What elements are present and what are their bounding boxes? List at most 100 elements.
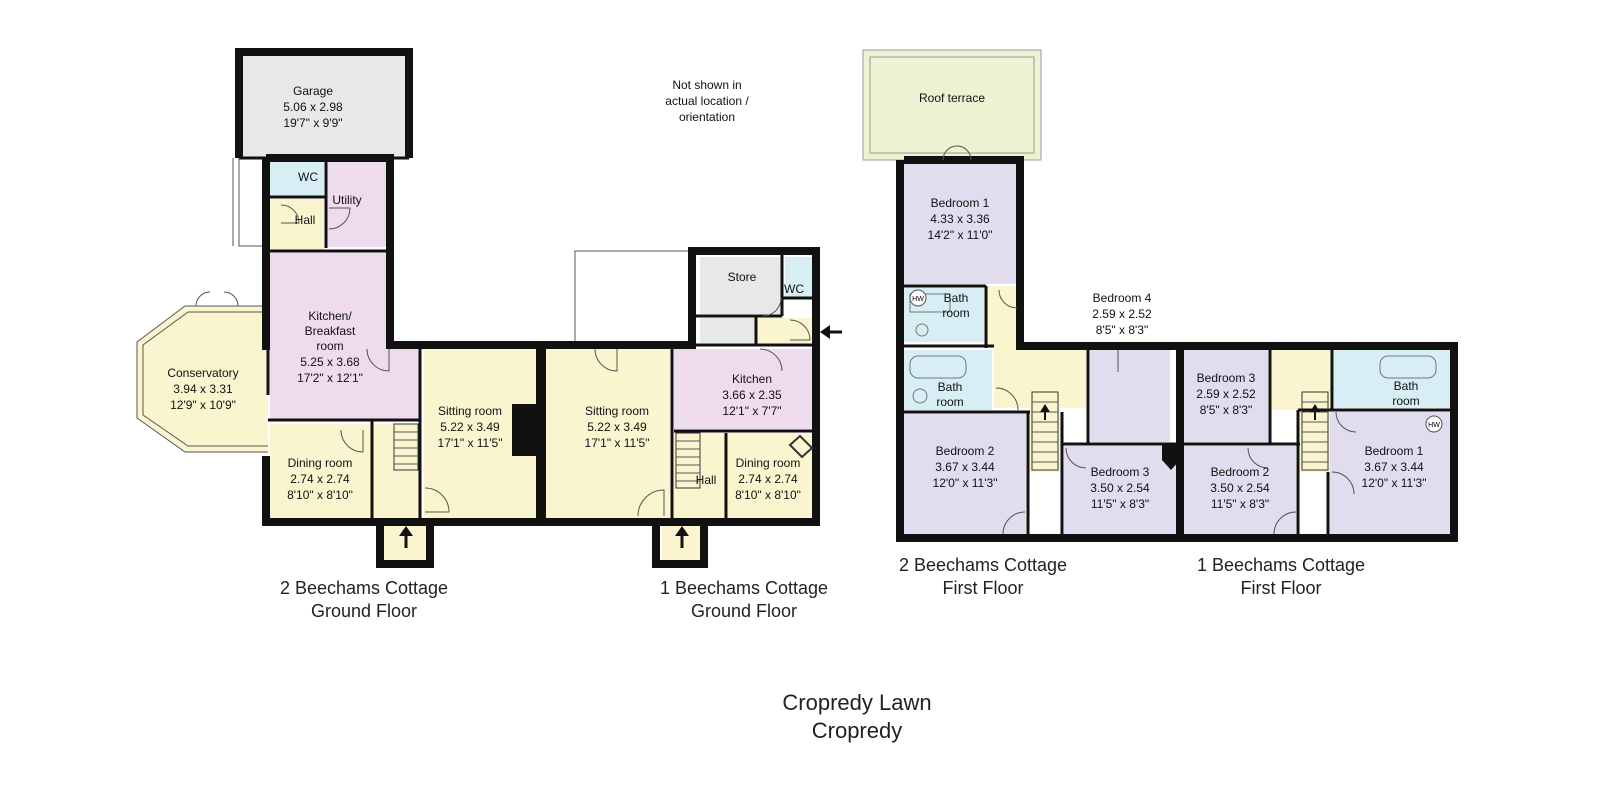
bedroom1-metric-1: 3.67 x 3.44	[1364, 460, 1424, 474]
dining-label-1: Dining room	[736, 456, 801, 470]
bedroom1-metric-2: 4.33 x 3.36	[930, 212, 990, 226]
bedroom3-metric-1: 2.59 x 2.52	[1196, 387, 1256, 401]
conservatory-imperial: 12'9" x 10'9"	[170, 398, 236, 412]
bedroom1-label-2: Bedroom 1	[931, 196, 990, 210]
kitchen-imperial-1: 12'1" x 7'7"	[722, 404, 781, 418]
bedroom1-label-1: Bedroom 1	[1365, 444, 1424, 458]
staircase-ground-1	[675, 432, 701, 489]
bedroom2-imperial-1: 11'5" x 8'3"	[1211, 497, 1269, 511]
property-title: Cropredy Lawn Cropredy	[782, 690, 931, 743]
caption-first-2-floor: First Floor	[943, 578, 1024, 598]
sitting-imperial-2: 17'1" x 11'5"	[438, 436, 503, 450]
hw-cylinder-1	[1425, 415, 1443, 433]
sitting-metric-1: 5.22 x 3.49	[587, 420, 647, 434]
caption-first-2-name: 2 Beechams Cottage	[899, 555, 1067, 575]
store-room	[700, 257, 782, 314]
wc-label-2: WC	[298, 170, 318, 184]
kitchen-metric-1: 3.66 x 2.35	[722, 388, 782, 402]
staircase-first-1	[1301, 391, 1329, 471]
caption-ground-1-name: 1 Beechams Cottage	[660, 578, 828, 598]
garage-imperial: 19'7" x 9'9"	[283, 116, 342, 130]
dining-imperial-2: 8'10" x 8'10"	[287, 488, 353, 502]
kitchen-room-1	[674, 349, 812, 429]
roof-terrace	[862, 49, 1042, 161]
kitchen-breakfast-room	[270, 253, 392, 420]
kitchen-label-2: Breakfast	[305, 324, 356, 338]
bath-upper-label-2: room	[942, 306, 969, 320]
bedroom3-imperial-1: 8'5" x 8'3"	[1200, 403, 1252, 417]
sitting-label-1: Sitting room	[585, 404, 649, 418]
bedroom3-room-1	[1184, 350, 1268, 442]
conservatory-metric: 3.94 x 3.31	[173, 382, 233, 396]
bedroom2-imperial-2: 12'0" x 11'3"	[933, 476, 998, 490]
kitchen-imperial: 17'2" x 12'1"	[297, 371, 363, 385]
staircase-first-2	[1031, 391, 1059, 471]
bedroom2-room-1	[1184, 446, 1296, 534]
caption-ground-1-floor: Ground Floor	[691, 601, 797, 621]
orientation-note: Not shown in actual location / orientati…	[665, 78, 749, 124]
kitchen-label-1b: Kitchen	[732, 372, 772, 386]
bedroom1-imperial-1: 12'0" x 11'3"	[1362, 476, 1427, 490]
dining-metric-1: 2.74 x 2.74	[738, 472, 798, 486]
ground-floor-1: Store WC Kitchen 3.66 x 2.35 12'1" x 7'7…	[538, 247, 842, 621]
kitchen-label-3: room	[316, 339, 343, 353]
utility-label: Utility	[332, 193, 361, 207]
caption-first-1-name: 1 Beechams Cottage	[1197, 555, 1365, 575]
store-label: Store	[728, 270, 757, 284]
bedroom2-label-2: Bedroom 2	[936, 444, 995, 458]
kitchen-metric: 5.25 x 3.68	[300, 355, 360, 369]
bath-label-1b: room	[1392, 394, 1419, 408]
bedroom4-room-2	[1090, 350, 1170, 442]
bathroom-1	[1334, 350, 1450, 408]
caption-ground-2-name: 2 Beechams Cottage	[280, 578, 448, 598]
sitting-imperial-1: 17'1" x 11'5"	[585, 436, 650, 450]
garage-metric: 5.06 x 2.98	[283, 100, 343, 114]
ground-floor-2: Garage 5.06 x 2.98 19'7" x 9'9" WC Utili…	[136, 48, 544, 621]
bath-upper-label-1: Bath	[944, 291, 969, 305]
note-line-1: Not shown in	[672, 78, 741, 92]
bath-lower-label-2: room	[936, 395, 963, 409]
sitting-room-1	[546, 345, 670, 520]
wc-label-1: WC	[784, 282, 804, 296]
note-line-3: orientation	[679, 110, 735, 124]
bedroom4-metric-2: 2.59 x 2.52	[1092, 307, 1152, 321]
roof-terrace-label: Roof terrace	[919, 91, 985, 105]
hall-label-2: Hall	[295, 213, 316, 227]
bedroom4-imperial-2: 8'5" x 8'3"	[1096, 323, 1148, 337]
dining-label-2: Dining room	[288, 456, 353, 470]
dining-imperial-1: 8'10" x 8'10"	[735, 488, 801, 502]
garage-label: Garage	[293, 84, 333, 98]
bedroom2-label-1: Bedroom 2	[1211, 465, 1270, 479]
bedroom2-metric-2: 3.67 x 3.44	[935, 460, 995, 474]
hw-cylinder-2	[909, 289, 927, 307]
sitting-metric-2: 5.22 x 3.49	[440, 420, 500, 434]
bedroom4-label-2: Bedroom 4	[1093, 291, 1152, 305]
first-floor-2: HW Bedroom 1 4.33 x 3.36 14'2" x 11'0" R…	[862, 49, 1184, 598]
utility-room	[326, 162, 386, 247]
conservatory-label: Conservatory	[167, 366, 238, 380]
bedroom3-room-2	[1064, 446, 1176, 534]
hall-room-2	[270, 199, 324, 251]
bedroom3-label-2: Bedroom 3	[1091, 465, 1150, 479]
property-locality: Cropredy	[812, 718, 902, 743]
dining-metric-2: 2.74 x 2.74	[290, 472, 350, 486]
entrance-arrow-2	[399, 526, 413, 548]
caption-ground-2-floor: Ground Floor	[311, 601, 417, 621]
hw-label-1: HW	[1428, 422, 1440, 429]
bedroom3-label-1: Bedroom 3	[1197, 371, 1256, 385]
dining-room-1	[728, 433, 812, 520]
bathroom-lower-2	[904, 350, 992, 410]
property-name: Cropredy Lawn	[782, 690, 931, 715]
wc-room-1	[785, 257, 812, 297]
bedroom2-metric-1: 3.50 x 2.54	[1210, 481, 1270, 495]
bedroom1-imperial-2: 14'2" x 11'0"	[928, 228, 993, 242]
caption-first-1-floor: First Floor	[1241, 578, 1322, 598]
bath-lower-label-1: Bath	[938, 380, 963, 394]
side-entrance-arrow-1	[820, 325, 842, 339]
bedroom1-room-2	[904, 164, 1016, 284]
kitchen-label-1: Kitchen/	[308, 309, 352, 323]
bedroom3-imperial-2: 11'5" x 8'3"	[1091, 497, 1149, 511]
bedroom3-metric-2: 3.50 x 2.54	[1090, 481, 1150, 495]
bedroom2-room-2	[904, 414, 1026, 534]
bath-label-1a: Bath	[1394, 379, 1419, 393]
